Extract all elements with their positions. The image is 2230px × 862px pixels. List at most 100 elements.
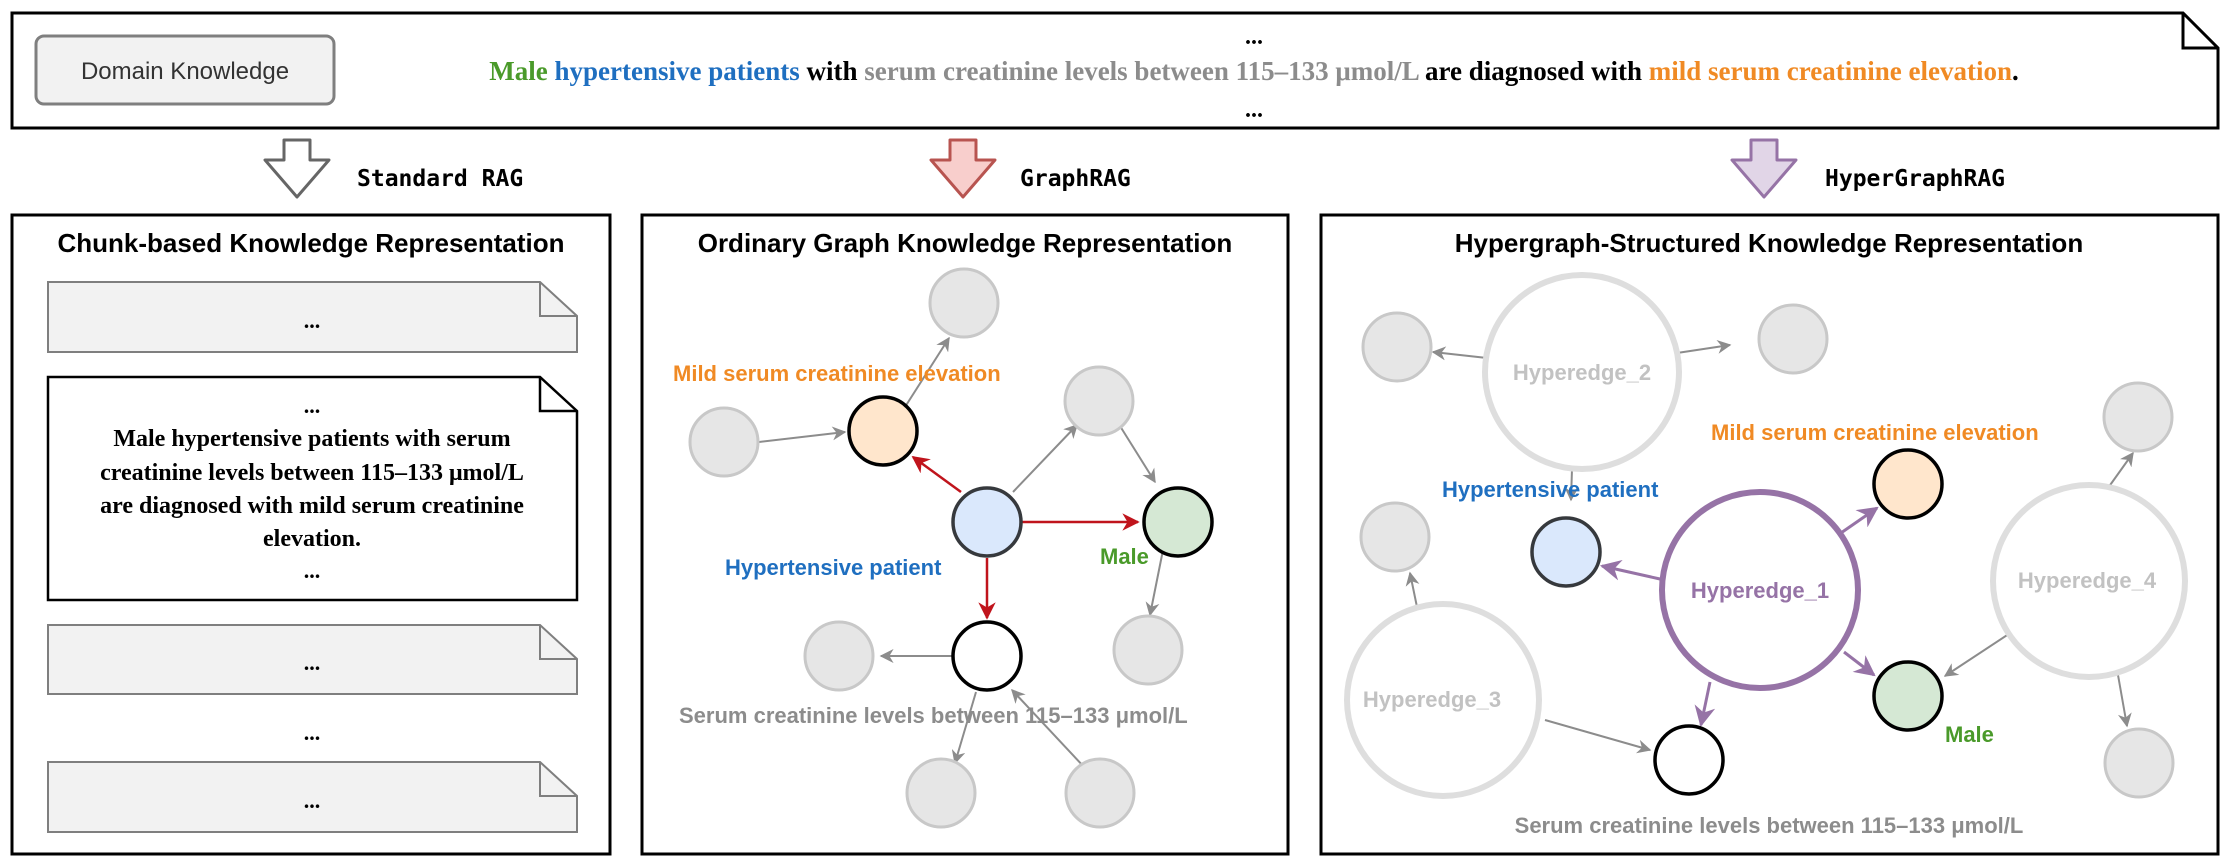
hyperedge-1-circle xyxy=(1659,489,1861,691)
hypergraph-panel-title: Hypergraph-Structured Knowledge Represen… xyxy=(1455,228,2083,258)
main-chunk-ellipsis-top: ... xyxy=(304,393,321,418)
graph-edges-red xyxy=(911,455,1140,620)
chunk-ellipsis: ... xyxy=(304,650,321,675)
hypergraph-node-male xyxy=(1872,660,1944,732)
hypergraph-node xyxy=(1359,501,1431,573)
hypergraph-node xyxy=(2102,381,2174,453)
main-chunk-line: are diagnosed with mild serum creatinine xyxy=(100,493,524,519)
sentence-segment: serum creatinine levels between 115–133 … xyxy=(858,56,1419,86)
domain-knowledge-sentence: Male hypertensive patients with serum cr… xyxy=(489,56,2018,86)
graph-edges-gray xyxy=(758,336,1164,769)
main-chunk-line: elevation. xyxy=(263,526,361,552)
chunk-panel: Chunk-based Knowledge Representation ...… xyxy=(10,213,612,856)
hypergraph-label-mild-elevation: Mild serum creatinine elevation xyxy=(1711,420,2039,445)
hypergraph-edge xyxy=(2107,451,2134,489)
chunk-card: ... xyxy=(47,624,578,695)
graph-node xyxy=(688,406,760,478)
graph-label-hypertensive-patient: Hypertensive patient xyxy=(725,555,942,580)
chunk-card: ... xyxy=(47,281,578,353)
graph-label-mild-elevation: Mild serum creatinine elevation xyxy=(673,361,1001,386)
hypergraphrag-label: HyperGraphRAG xyxy=(1825,166,2005,192)
sentence-segment: are diagnosed with xyxy=(1418,56,1642,86)
main-chunk-line: creatinine levels between 115–133 μmol/L xyxy=(100,460,524,486)
ellipsis-bottom: ... xyxy=(1245,97,1263,123)
graph-panel: Ordinary Graph Knowledge Representation xyxy=(640,213,1290,856)
hypergraph-label-serum-levels: Serum creatinine levels between 115–133 … xyxy=(1515,813,2024,838)
hyperedge-2-circle xyxy=(1482,272,1682,472)
hyperedge-3-circle xyxy=(1344,601,1542,799)
graph-inactive-nodes xyxy=(688,267,1184,829)
chunk-between-ellipsis: ... xyxy=(304,720,321,745)
main-chunk-line: Male hypertensive patients with serum xyxy=(113,426,510,452)
hypergraph-edge-active xyxy=(1599,559,1661,581)
graph-node xyxy=(1112,614,1184,686)
hypergraph-node-mild-elevation xyxy=(1872,448,1944,520)
standard-rag-label: Standard RAG xyxy=(357,166,523,192)
sentence-segment: with xyxy=(800,56,858,86)
hypergraph-label-hypertensive-patient: Hypertensive patient xyxy=(1442,477,1659,502)
graph-edge xyxy=(758,426,847,443)
graphrag-label: GraphRAG xyxy=(1020,166,1131,192)
graph-node xyxy=(905,757,977,829)
graph-label-serum-levels: Serum creatinine levels between 115–133 … xyxy=(679,703,1188,728)
chunk-ellipsis: ... xyxy=(304,308,321,333)
graph-node xyxy=(928,267,1000,339)
graph-node-hypertensive-patient xyxy=(951,486,1023,558)
graph-node xyxy=(803,620,875,692)
hypergraph-node xyxy=(1757,303,1829,375)
hypergraph-edge xyxy=(1676,339,1732,354)
chunk-panel-title: Chunk-based Knowledge Representation xyxy=(57,228,564,258)
hypergraph-node xyxy=(2103,727,2175,799)
graph-node-mild-elevation xyxy=(847,395,919,467)
hyperedge-1-label: Hyperedge_1 xyxy=(1691,578,1829,603)
hypergraph-edge xyxy=(1564,468,1579,502)
hypergraph-edge xyxy=(1405,571,1420,608)
chunk-ellipsis: ... xyxy=(304,788,321,813)
hypergraph-edge-active xyxy=(1843,650,1876,677)
graph-node-male xyxy=(1142,486,1214,558)
standard-rag-arrow xyxy=(263,138,331,199)
hypergraph-node-serum-levels xyxy=(1653,724,1725,796)
hypergraph-edge xyxy=(1431,346,1488,361)
graph-edge-active xyxy=(911,455,962,494)
graph-node xyxy=(1064,757,1136,829)
hypergraph-inactive-nodes xyxy=(1359,303,2175,799)
hypergraph-edge-active xyxy=(1694,681,1716,728)
ellipsis-top: ... xyxy=(1245,24,1263,50)
sentence-segment: Male xyxy=(489,56,547,86)
sentence-segment: mild serum creatinine elevation xyxy=(1642,56,2012,86)
hypergraph-edge-active xyxy=(1837,506,1879,537)
graph-edge xyxy=(904,336,950,408)
graph-edge xyxy=(1011,688,1086,769)
graph-node-serum-levels xyxy=(951,620,1023,692)
main-chunk-ellipsis-bottom: ... xyxy=(304,558,321,583)
hypergraph-edge xyxy=(2117,674,2132,728)
graph-node xyxy=(1063,365,1135,437)
hyperedge-4-circle xyxy=(1990,482,2188,680)
hypergraph-node-hypertensive-patient xyxy=(1530,516,1602,588)
chunk-card: ... xyxy=(47,761,578,833)
graph-edge xyxy=(1145,549,1164,617)
domain-knowledge-button[interactable]: Domain Knowledge xyxy=(34,34,336,106)
graph-edge xyxy=(1119,425,1156,484)
domain-knowledge-document xyxy=(10,11,2220,130)
hypergraphrag-arrow xyxy=(1730,138,1798,199)
hyperedge-4-label: Hyperedge_4 xyxy=(2018,568,2157,593)
hypergraph-label-male: Male xyxy=(1945,722,1994,747)
graphrag-arrow xyxy=(929,138,997,199)
domain-knowledge-button-label: Domain Knowledge xyxy=(81,58,289,85)
sentence-segment: hypertensive patients xyxy=(548,56,800,86)
graph-label-male: Male xyxy=(1100,544,1149,569)
hyperedge-3-label: Hyperedge_3 xyxy=(1363,687,1501,712)
main-chunk-card: ... Male hypertensive patients with seru… xyxy=(46,375,579,602)
sentence-segment: . xyxy=(2012,56,2019,86)
graph-edge xyxy=(1012,423,1078,493)
graph-panel-title: Ordinary Graph Knowledge Representation xyxy=(698,228,1233,258)
hypergraph-node xyxy=(1361,311,1433,383)
hypergraph-edge xyxy=(1544,719,1652,754)
hyperedge-2-label: Hyperedge_2 xyxy=(1513,360,1651,385)
hypergraph-edges-purple xyxy=(1599,506,1879,728)
graph-edge xyxy=(951,691,977,765)
hypergraph-panel: Hypergraph-Structured Knowledge Represen… xyxy=(1319,213,2220,856)
